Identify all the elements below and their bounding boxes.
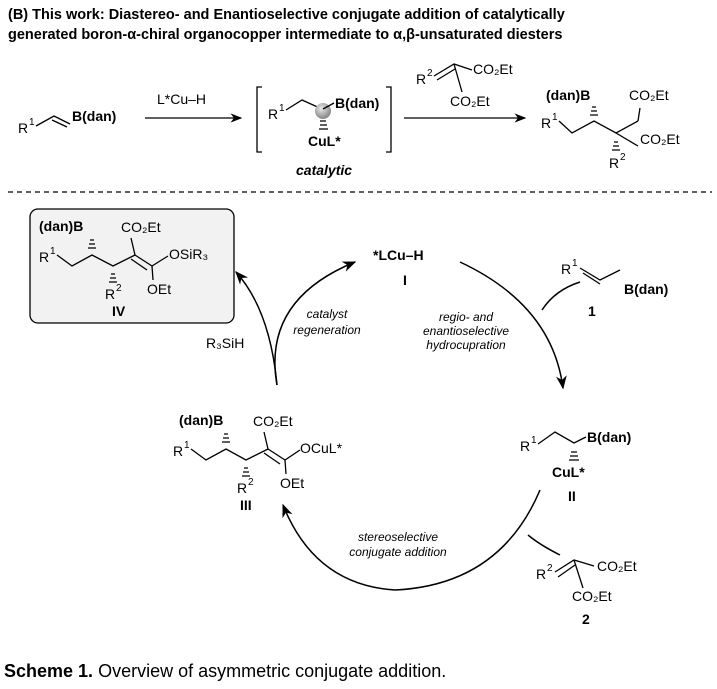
substrate-1-entry-arc [541, 281, 581, 311]
svg-text:2: 2 [116, 283, 122, 294]
product-iv-box [29, 208, 235, 324]
svg-text:R: R [520, 438, 530, 454]
svg-text:OSiR₃: OSiR₃ [169, 246, 208, 262]
caption-label: Scheme 1. [4, 661, 93, 681]
chiral-organocopper-intermediate: R 1 B(dan) CuL* catalytic [256, 86, 392, 178]
svg-text:CO₂Et: CO₂Et [629, 87, 669, 103]
svg-text:R: R [268, 106, 278, 122]
svg-text:R: R [561, 261, 571, 277]
copper-enolate-iii: (dan)B CO₂Et R 1 OCuL* OEt R 2 III [173, 412, 343, 513]
cycle-arc-lower [282, 489, 541, 591]
svg-text:B(dan): B(dan) [624, 281, 668, 297]
substrate-1: R 1 B(dan) 1 [561, 258, 668, 319]
svg-text:regeneration: regeneration [293, 323, 361, 337]
svg-text:OEt: OEt [280, 475, 304, 491]
caption-text: Overview of asymmetric conjugate additio… [93, 661, 446, 681]
svg-text:stereoselective: stereoselective [358, 530, 438, 544]
compound-ii-number: II [568, 488, 576, 504]
arrow-to-product-iv [235, 270, 278, 386]
svg-text:1: 1 [50, 246, 56, 257]
compound-iv-number: IV [112, 303, 126, 319]
svg-text:CO₂Et: CO₂Et [597, 558, 637, 574]
svg-text:CO₂Et: CO₂Et [450, 93, 490, 109]
product-top: (dan)B CO₂Et R 1 CO₂Et R 2 [541, 87, 680, 171]
silane-label: R₃SiH [206, 335, 244, 351]
substrate-r-label: R [18, 120, 28, 136]
svg-text:enantioselective: enantioselective [423, 324, 509, 338]
substrate-bdan-label: B(dan) [72, 108, 116, 124]
catalyst-i-label: *LCu–H [373, 247, 424, 263]
compound-iii-number: III [240, 497, 252, 513]
compound-2-number: 2 [582, 611, 590, 627]
svg-text:2: 2 [248, 477, 254, 488]
cycle-arc-upper-right [459, 261, 567, 390]
svg-text:CuL*: CuL* [308, 133, 341, 149]
svg-text:2: 2 [427, 68, 433, 79]
scheme-caption: Scheme 1. Overview of asymmetric conjuga… [4, 661, 446, 681]
svg-text:hydrocupration: hydrocupration [426, 338, 506, 352]
svg-text:R: R [237, 480, 247, 496]
svg-text:CO₂Et: CO₂Et [572, 588, 612, 604]
svg-text:R: R [609, 155, 619, 171]
svg-text:2: 2 [547, 563, 553, 574]
svg-text:(dan)B: (dan)B [39, 218, 83, 234]
svg-text:(dan)B: (dan)B [546, 87, 590, 103]
svg-text:conjugate addition: conjugate addition [349, 545, 447, 559]
svg-text:1: 1 [184, 440, 190, 451]
substrate-r-superscript: 1 [29, 117, 35, 128]
svg-text:regio- and: regio- and [439, 310, 493, 324]
organocopper-ii: R 1 B(dan) CuL* II [520, 429, 631, 504]
svg-text:CO₂Et: CO₂Et [121, 219, 161, 235]
header-line-1: (B) This work: Diastereo- and Enantiosel… [8, 7, 565, 23]
svg-text:1: 1 [531, 435, 537, 446]
svg-text:1: 1 [279, 103, 285, 114]
catalytic-label: catalytic [296, 162, 352, 178]
diester-reagent-top: R 2 CO₂Et CO₂Et [416, 61, 513, 109]
svg-text:OEt: OEt [147, 281, 171, 297]
silyl-enol-ether-iv: (dan)B CO₂Et R 1 OSiR₃ OEt R 2 IV [39, 218, 208, 319]
svg-text:1: 1 [552, 112, 558, 123]
svg-text:CO₂Et: CO₂Et [473, 61, 513, 77]
svg-text:OCuL*: OCuL* [300, 440, 343, 456]
compound-1-number: 1 [588, 303, 596, 319]
svg-text:R: R [536, 566, 546, 582]
substrate-vinylboronate: R 1 B(dan) [18, 108, 116, 136]
header-line-2: generated boron-α-chiral organocopper in… [8, 27, 562, 43]
hydride-reagent-label: L*Cu–H [157, 91, 206, 107]
svg-text:CO₂Et: CO₂Et [640, 131, 680, 147]
svg-text:B(dan): B(dan) [587, 429, 631, 445]
compound-i-number: I [403, 272, 407, 288]
svg-text:R: R [105, 286, 115, 302]
svg-text:R: R [39, 249, 49, 265]
svg-text:CO₂Et: CO₂Et [253, 413, 293, 429]
svg-text:B(dan): B(dan) [335, 95, 379, 111]
svg-text:CuL*: CuL* [552, 464, 585, 480]
svg-text:R: R [416, 71, 426, 87]
svg-text:(dan)B: (dan)B [179, 412, 223, 428]
svg-text:2: 2 [620, 152, 626, 163]
substrate-2-entry-arc [527, 534, 561, 556]
svg-text:1: 1 [572, 258, 578, 269]
svg-text:R: R [541, 115, 551, 131]
substrate-2-diester: R 2 CO₂Et CO₂Et 2 [536, 558, 637, 627]
svg-text:R: R [173, 443, 183, 459]
svg-text:catalyst: catalyst [307, 307, 348, 321]
